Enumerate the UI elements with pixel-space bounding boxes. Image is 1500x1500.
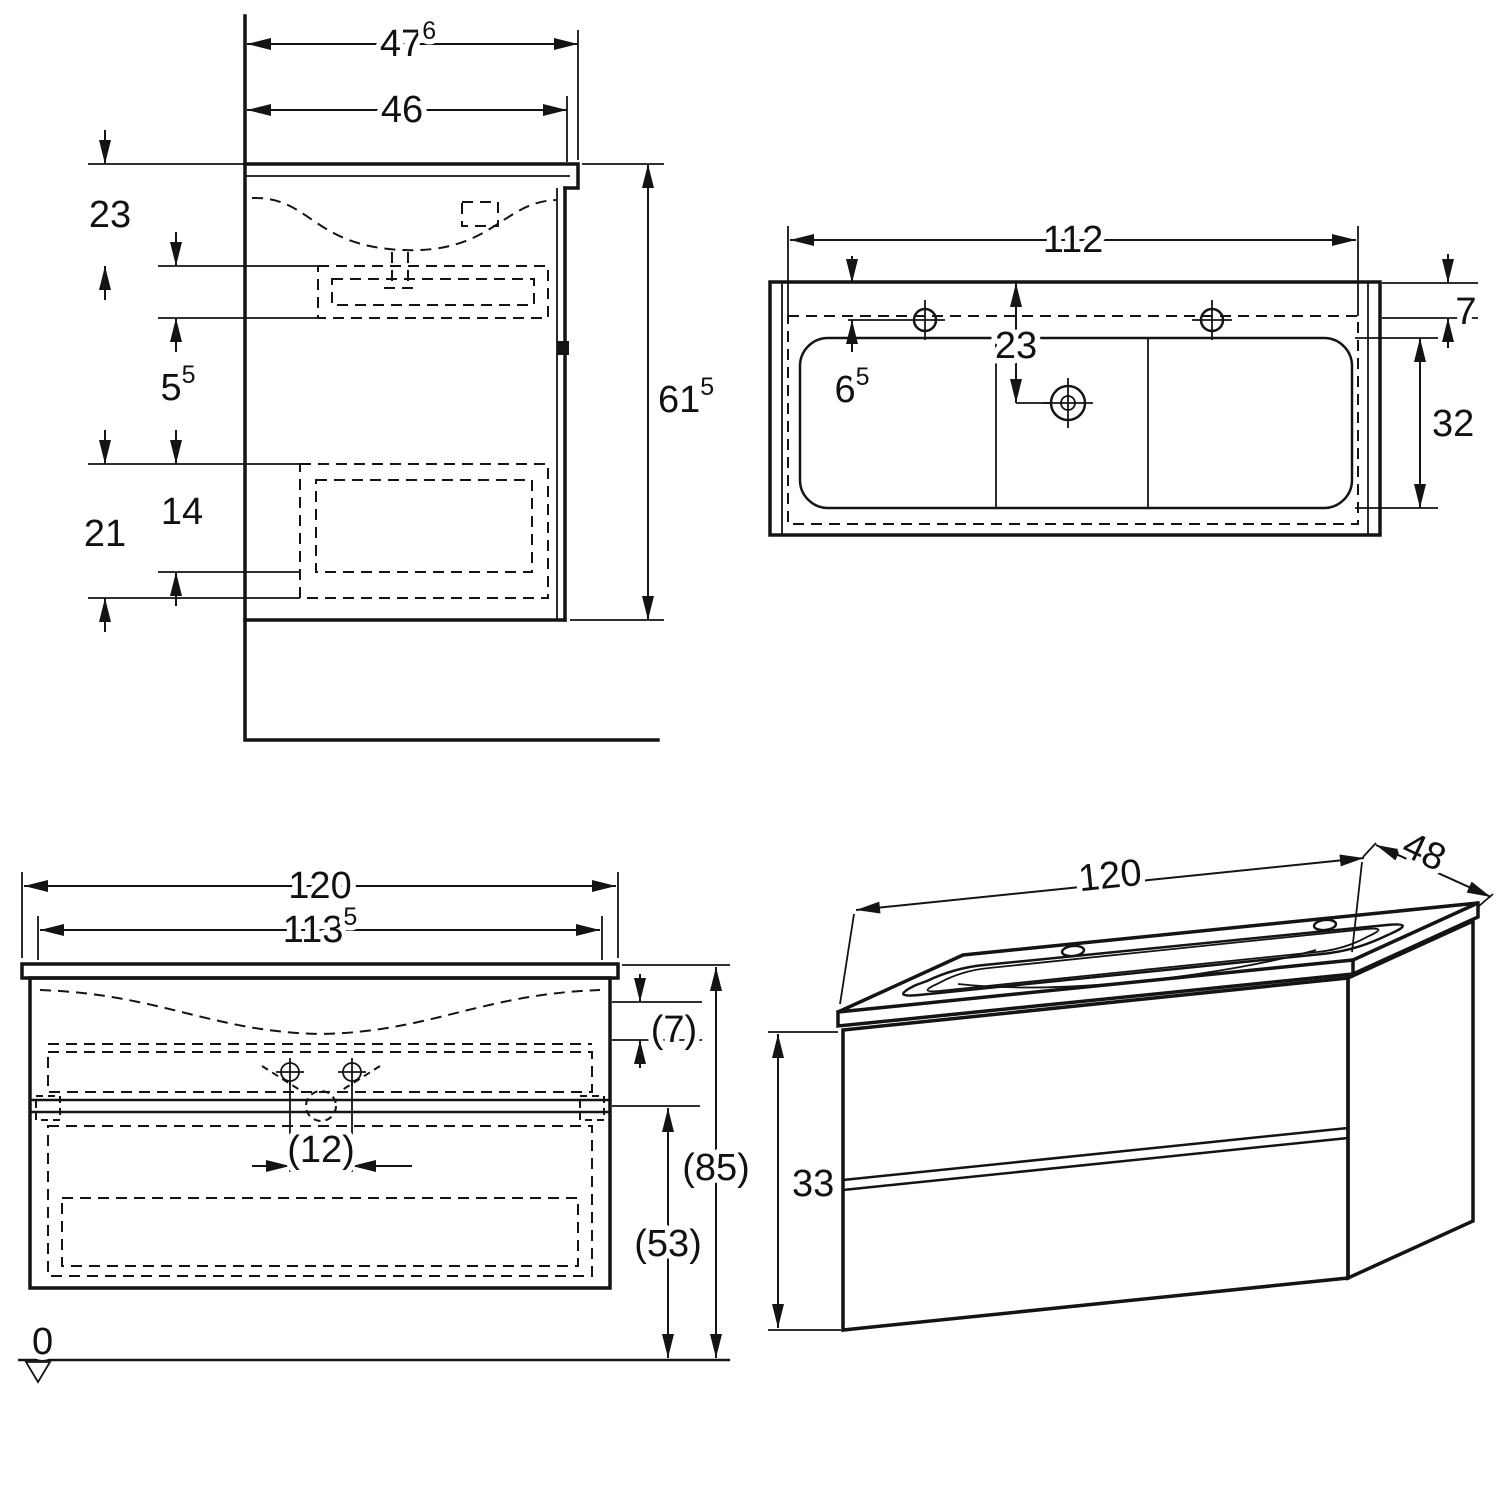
extension-lines-front xyxy=(21,872,730,1172)
cabinet-side-face xyxy=(1346,918,1475,1281)
lower-drawer-hidden-inner xyxy=(315,479,533,573)
tap-hole-left-front-crosshair xyxy=(276,1058,304,1086)
dim-clearance-height-label: (53) xyxy=(634,1223,702,1265)
washbasin-slab-profile xyxy=(243,162,580,190)
basin-outer-contour xyxy=(902,923,1404,997)
cabinet-front xyxy=(28,976,612,1290)
dim-drain-offset-label: 23 xyxy=(995,325,1037,367)
basin-bowl-hidden-front xyxy=(39,989,601,1036)
dim-basin-height-label: 23 xyxy=(89,194,131,236)
basin-bowl-curve xyxy=(957,949,1317,989)
basin-inner-contour xyxy=(926,927,1380,993)
dim-height-perspective-label: 33 xyxy=(792,1163,834,1205)
basin-bowl-plan xyxy=(798,336,1354,510)
lower-drawer-hidden-front xyxy=(47,1125,593,1277)
wall-bracket-right xyxy=(579,1095,605,1121)
dim-drawer-inner-label: 14 xyxy=(161,491,203,533)
upper-drawer-hidden-inner xyxy=(331,278,535,306)
dim-cabinet-width-label: 46 xyxy=(381,89,423,131)
dim-rim-width-label: 7 xyxy=(1455,291,1476,333)
dim-tap-spacing-label: (12) xyxy=(287,1129,355,1171)
tap-hole-right-front-crosshair xyxy=(338,1058,366,1086)
dim-line-depth-perspective xyxy=(1375,844,1492,898)
dim-basin-depth-label: 32 xyxy=(1432,403,1474,445)
extension-lines-plan xyxy=(787,226,1478,509)
slab-rim-lines-plan xyxy=(781,282,1369,535)
dim-width-perspective-label: 120 xyxy=(1076,852,1143,900)
plan-view: 112 7 23 65 32 xyxy=(768,214,1482,537)
basin-bowl-hidden-profile xyxy=(251,196,557,252)
drain-hidden-lines xyxy=(384,252,416,289)
dim-overall-width-front-label: 120 xyxy=(288,865,351,907)
tap-hole-right-perspective xyxy=(1312,918,1338,932)
dim-rim-height-label: (7) xyxy=(651,1009,697,1051)
upper-drawer-hidden-front xyxy=(47,1051,593,1093)
drain-funnel-hidden xyxy=(261,1065,381,1093)
slab-outline-plan xyxy=(768,280,1382,537)
front-view: 120 1135 (7) (12) (85) (53) 0 xyxy=(18,860,755,1384)
slab-top-face xyxy=(837,901,1479,1014)
slab-front xyxy=(20,962,620,980)
overflow-hidden-box xyxy=(461,201,499,227)
wall-bracket-left xyxy=(35,1095,61,1121)
dim-drawer-gap-label: 55 xyxy=(160,361,195,409)
upper-drawer-hidden-box xyxy=(317,265,549,319)
dim-overall-height-label: 615 xyxy=(658,373,714,421)
wall-and-floor-line xyxy=(243,14,660,742)
dim-drawer-front-label: 21 xyxy=(84,513,126,555)
slab-edge-faces xyxy=(836,901,1480,1028)
floor-level-label: 0 xyxy=(32,1321,53,1363)
perspective-view: 120 48 33 xyxy=(768,819,1494,1332)
drawer-handle-profile xyxy=(557,341,569,355)
dim-overall-width-label: 476 xyxy=(380,17,436,65)
dim-inner-width-front-label: 1135 xyxy=(283,903,358,951)
drawer-division-lines xyxy=(30,1098,610,1114)
side-section-view: 476 46 615 23 55 14 21 xyxy=(78,12,720,742)
basin-division-lines xyxy=(995,338,1149,508)
dim-mounting-height-label: (85) xyxy=(682,1147,750,1189)
dim-tap-offset-label: 65 xyxy=(834,363,869,411)
lower-drawer-hidden-box xyxy=(299,463,549,599)
tap-hole-left-perspective xyxy=(1060,944,1086,958)
dim-line-width-perspective xyxy=(855,854,1365,914)
drawer-division-perspective xyxy=(842,1126,1349,1192)
drain-hidden-front xyxy=(305,1090,337,1122)
tap-hole-right-crosshair xyxy=(1192,300,1232,340)
dim-basin-width-label: 112 xyxy=(1043,219,1104,261)
dim-depth-perspective-label: 48 xyxy=(1396,824,1452,880)
lower-drawer-hidden-inner-front xyxy=(61,1197,579,1267)
floor-level-symbol xyxy=(24,1361,52,1384)
tap-hole-left-crosshair xyxy=(905,300,945,340)
extension-lines-side xyxy=(88,30,664,621)
basin-hidden-edge-plan xyxy=(787,315,1359,525)
extension-lines-perspective xyxy=(768,842,1494,1331)
